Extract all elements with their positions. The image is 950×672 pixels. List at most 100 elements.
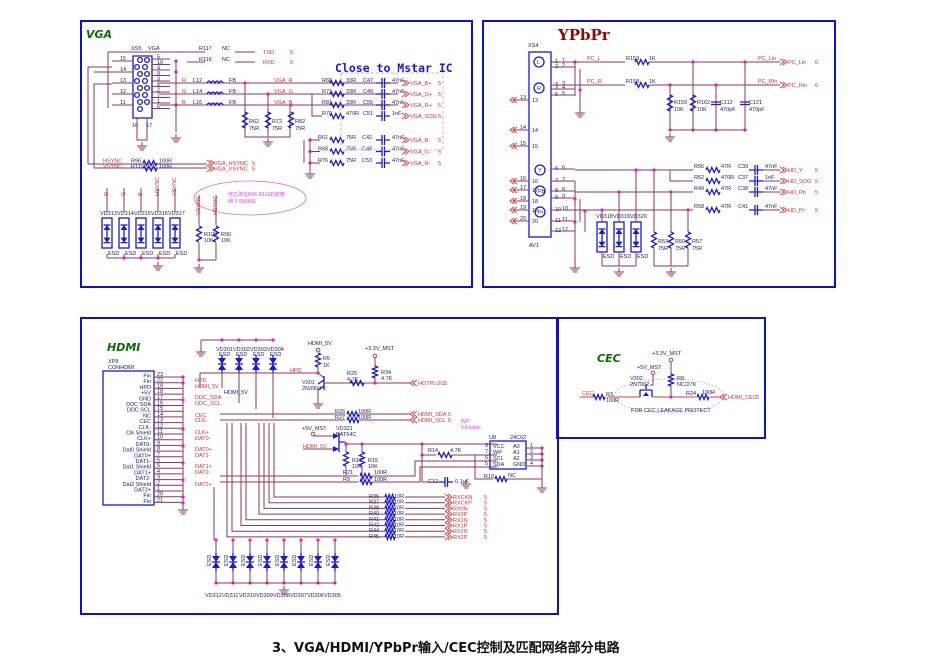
vga-right-pin-num: 3	[157, 77, 160, 83]
vga-net-label: VGA_G	[274, 89, 293, 95]
resistor-icon	[329, 111, 345, 121]
ferrite-ref: L16	[193, 100, 202, 106]
db15-pin-icon	[133, 77, 141, 85]
audio-part-value: 470pF	[749, 107, 765, 113]
r8-ref: R8	[677, 376, 684, 382]
vga-output-page: 5	[438, 92, 441, 98]
vga-right-pin-num: 4	[157, 66, 160, 72]
ypbpr-inner-pin-num: 14	[532, 128, 538, 134]
esd-diode-icon	[252, 355, 260, 373]
tmds-output-page: 5	[484, 506, 487, 512]
eeprom-right-pin-num: 4	[530, 461, 533, 467]
port-arrow-icon	[206, 165, 215, 172]
hdmi-frame	[80, 317, 559, 615]
v302-ref: V302	[630, 376, 643, 382]
eeprom-right-pin-num: 3	[530, 455, 533, 461]
cap-ref: C48	[362, 147, 372, 153]
ferrite-ref: L14	[193, 89, 202, 95]
db15-pin-icon	[143, 70, 151, 78]
hdmi-top-esd-ref: VD304	[267, 347, 284, 353]
ground-icon	[461, 480, 471, 489]
resistor-icon	[592, 392, 606, 402]
video-cap-value: 47nF	[765, 164, 778, 170]
esd-package	[152, 217, 164, 249]
hdmi-bottom-esd: ESDVD312ESDVD311ESDVD310ESDVD309ESDVD308…	[205, 487, 341, 599]
junction-dot	[254, 338, 258, 342]
audio-output-page: 6	[815, 83, 818, 89]
junction-dot	[156, 256, 160, 260]
ypbpr-esd-label: ESD	[603, 254, 614, 260]
ypbpr-pin-net-num: 8	[562, 187, 565, 193]
rca-jack-icon	[534, 185, 546, 197]
vga-output-net: VGA_G-	[410, 150, 431, 156]
junction-dot	[573, 197, 577, 201]
tmds-wire	[245, 423, 445, 521]
diode-bar	[212, 553, 220, 571]
junction-dot	[617, 190, 621, 194]
audio-part-value: 10K	[697, 107, 707, 113]
r15-value: 10K	[368, 464, 378, 470]
audio-output-net: PC_Rin	[788, 83, 807, 89]
video-cap-value: 1nF	[765, 175, 775, 181]
esd-diode-icon	[269, 355, 277, 373]
hdmi-5v-label: HDMI_5V	[224, 390, 248, 396]
resistor-icon	[634, 57, 650, 67]
pulldown-resistor-icon	[195, 225, 203, 243]
db15-pin-icon	[141, 63, 149, 71]
db15-pin-icon	[143, 84, 151, 92]
hdmi-pin-name: DAT1+	[134, 470, 151, 476]
hdmi-pin-name: Fin	[143, 379, 151, 385]
port-arrow-icon	[779, 58, 788, 66]
junction-dot	[266, 92, 270, 96]
hdmi-pin-name: Fin	[143, 493, 151, 499]
diode-bar	[137, 227, 145, 244]
esd-diode-icon	[218, 355, 226, 373]
ypbpr-inner-pin-num: 16	[532, 179, 538, 185]
hdmi-pin-number: 9	[157, 440, 160, 446]
hdmi-pin-number: 18	[157, 389, 163, 395]
ypbpr-inner-pin-num: 15	[532, 144, 538, 150]
hdmi-pin-name: DDC SCL	[127, 408, 151, 414]
cap-ref: C56	[363, 100, 373, 106]
tmds-output-net: RX0N	[453, 506, 468, 512]
cec-leakage-note: FOR CEC LEAKAGE PROTECT	[631, 408, 711, 414]
capacitor-icon	[439, 477, 453, 487]
esd-label: ESD	[125, 251, 136, 257]
diode-bar	[632, 231, 640, 248]
esd-net-label: HSYNC	[155, 177, 161, 196]
cec-section: CEC +3.3V_MST+5V_MSTR8NC/27KV3022N7002CE…	[580, 351, 759, 414]
audio-net-label: PC_L	[587, 56, 601, 62]
tmds-output-page: 5	[484, 495, 487, 501]
r3-value: 100R	[606, 398, 619, 404]
audio-resistor-ref: R158	[626, 79, 639, 85]
junction-dot	[181, 427, 185, 431]
diode-bar	[598, 231, 606, 248]
resistor-icon	[142, 158, 158, 168]
esd-diode-icon	[152, 217, 164, 249]
wp-note-2: 0 Enable	[461, 425, 481, 431]
r8-value: NC/27K	[677, 382, 697, 388]
hdmi-esd-label: ESD	[207, 555, 213, 566]
capacitor-icon	[376, 100, 390, 110]
hdmi-pin-number: 16	[157, 401, 163, 407]
resistor-icon	[313, 352, 323, 368]
r10-ref: R10	[484, 474, 494, 480]
diode-bar	[263, 553, 271, 571]
port-arrow-icon	[444, 505, 453, 512]
esd-diode-icon	[331, 553, 339, 571]
video-cap-ref: C38	[738, 186, 748, 192]
hdmi-bottom-esd-ref: VD312	[205, 593, 222, 599]
junction-dot	[669, 395, 673, 399]
ypbpr-inner-pin-num: 13	[532, 98, 538, 104]
tmds-output-net: RX1N	[453, 518, 468, 524]
junction-dot	[289, 103, 293, 107]
hdmi-net-label: HPD	[195, 378, 207, 384]
hdmi-pin-name: Fin	[143, 499, 151, 505]
vga-rgb-wires	[160, 82, 398, 106]
hdmi-pin-name: DAT2-	[136, 476, 152, 482]
hdmi-pin-number: 5	[157, 463, 160, 469]
wire	[574, 181, 586, 265]
